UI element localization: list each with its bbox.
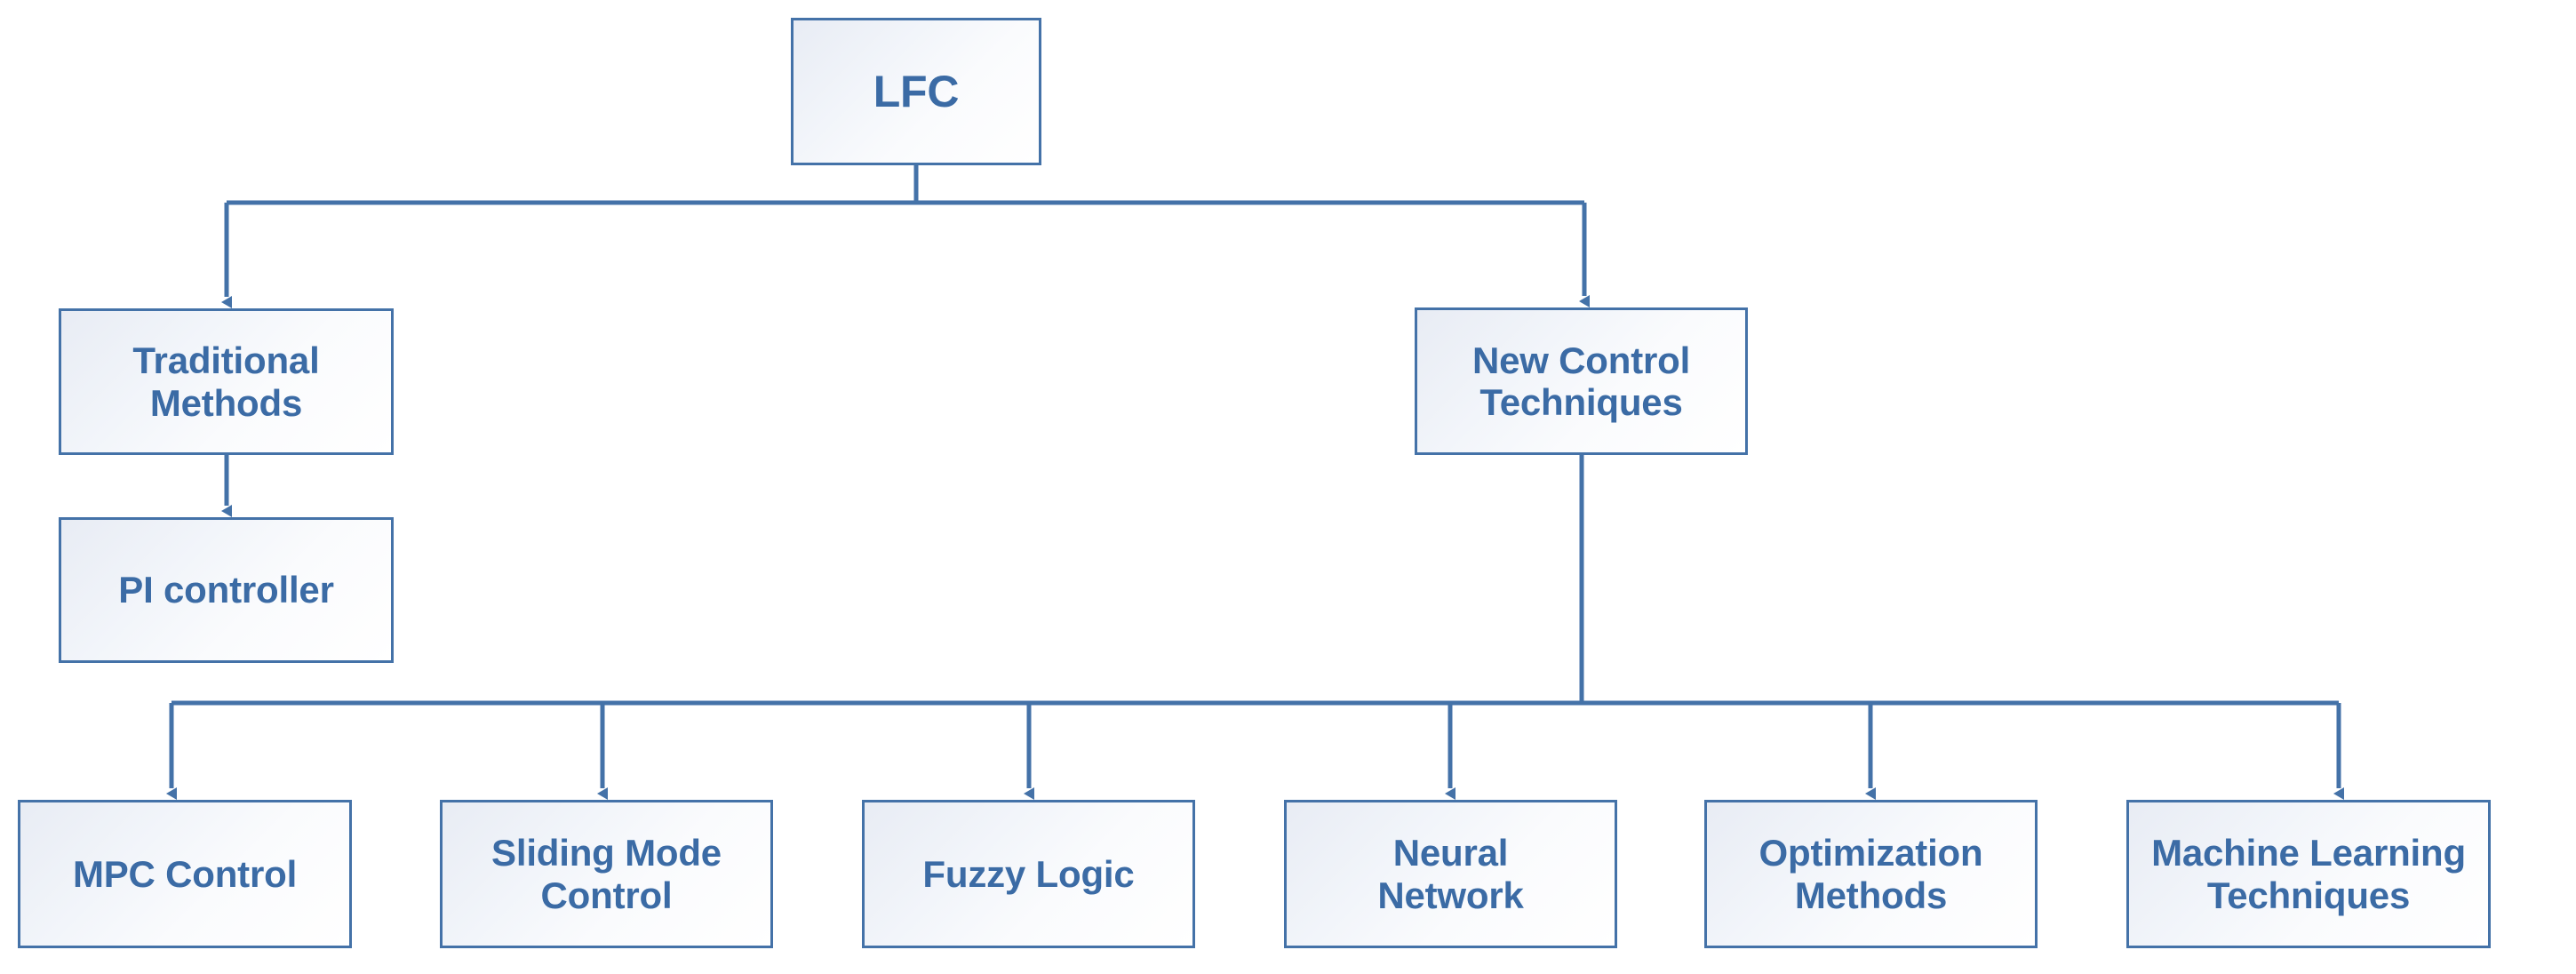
node-traditional-methods[interactable]: Traditional Methods	[59, 308, 394, 455]
node-mpc-control-label: MPC Control	[72, 852, 298, 895]
node-new-control-techniques[interactable]: New Control Techniques	[1415, 307, 1748, 455]
node-optimization-methods-label: Optimization Methods	[1759, 832, 1983, 916]
node-machine-learning-techniques[interactable]: Machine Learning Techniques	[2126, 800, 2491, 948]
node-fuzzy-logic-label: Fuzzy Logic	[922, 852, 1135, 895]
node-pi-controller-label: PI controller	[118, 569, 334, 611]
node-sliding-mode-control-label: Sliding Mode Control	[491, 832, 722, 916]
node-neural-network-label: Neural Network	[1377, 832, 1524, 916]
node-neural-network[interactable]: Neural Network	[1284, 800, 1617, 948]
node-machine-learning-techniques-label: Machine Learning Techniques	[2151, 832, 2466, 916]
node-optimization-methods[interactable]: Optimization Methods	[1704, 800, 2038, 948]
node-fuzzy-logic[interactable]: Fuzzy Logic	[862, 800, 1195, 948]
edge-root-to-level1	[221, 165, 1590, 308]
node-traditional-methods-label: Traditional Methods	[132, 339, 320, 424]
node-pi-controller[interactable]: PI controller	[59, 517, 394, 663]
edge-newcontrol-to-leaves	[166, 455, 2344, 800]
node-mpc-control[interactable]: MPC Control	[18, 800, 352, 948]
node-lfc[interactable]: LFC	[791, 18, 1041, 165]
node-sliding-mode-control[interactable]: Sliding Mode Control	[440, 800, 773, 948]
node-new-control-techniques-label: New Control Techniques	[1471, 339, 1691, 423]
node-lfc-label: LFC	[873, 67, 960, 116]
